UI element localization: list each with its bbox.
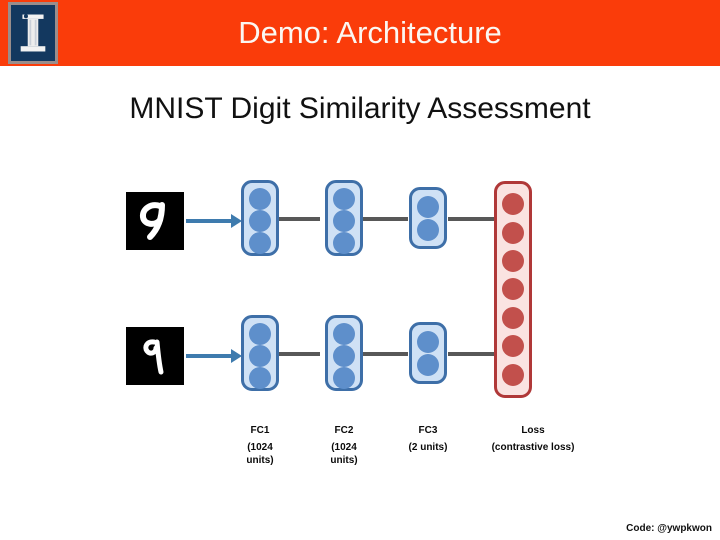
layer-box-loss[interactable] — [494, 181, 532, 398]
illinois-pillar-logo — [8, 2, 58, 64]
node-loss-2 — [502, 221, 524, 244]
input-arrow-line-top — [186, 219, 232, 223]
digit-nine-glyph-bottom — [126, 327, 184, 385]
layer-box-fc3-top[interactable] — [409, 187, 447, 249]
input-arrow-head-bottom — [231, 349, 242, 363]
wire-fc1-fc2-top — [278, 217, 320, 221]
wire-fc1-fc2-bottom — [278, 352, 320, 356]
wire-fc2-fc3-bottom — [362, 352, 408, 356]
page-title: Demo: Architecture — [238, 15, 502, 50]
node-fc2-bottom-2 — [333, 345, 355, 367]
node-fc2-top-2 — [333, 210, 355, 232]
node-loss-5 — [502, 306, 524, 329]
wire-fc3-loss-top — [448, 217, 496, 221]
layer-box-fc1-bottom[interactable] — [241, 315, 279, 391]
caption-loss-units: (contrastive loss) — [491, 442, 575, 453]
layer-box-fc2-top[interactable] — [325, 180, 363, 256]
wire-fc2-fc3-top — [362, 217, 408, 221]
node-loss-7 — [502, 363, 524, 386]
caption-fc1-title: FC1 — [250, 425, 270, 436]
node-fc1-bottom-1 — [249, 323, 271, 345]
caption-fc3-title: FC3 — [418, 425, 438, 436]
slide-subtitle: MNIST Digit Similarity Assessment — [129, 92, 591, 125]
caption-fc3-units: (2 units) — [408, 442, 448, 453]
title-bar: Demo: Architecture — [0, 0, 720, 66]
input-arrow-head-top — [231, 214, 242, 228]
caption-fc2-units: (1024 units) — [330, 442, 358, 466]
node-fc2-top-3 — [333, 232, 355, 254]
caption-fc2-title: FC2 — [334, 425, 354, 436]
layer-box-fc2-bottom[interactable] — [325, 315, 363, 391]
node-fc3-top-2 — [417, 218, 439, 241]
pillar-icon — [11, 5, 55, 61]
layer-box-fc3-bottom[interactable] — [409, 322, 447, 384]
wire-fc3-loss-bottom — [448, 352, 496, 356]
node-loss-4 — [502, 278, 524, 301]
node-loss-6 — [502, 335, 524, 358]
node-loss-1 — [502, 193, 524, 216]
node-fc3-bottom-1 — [417, 330, 439, 353]
caption-fc1-units: (1024 units) — [246, 442, 274, 466]
node-fc1-bottom-3 — [249, 367, 271, 389]
node-fc2-bottom-1 — [333, 323, 355, 345]
node-fc1-bottom-2 — [249, 345, 271, 367]
node-fc1-top-3 — [249, 232, 271, 254]
node-fc1-top-2 — [249, 210, 271, 232]
digit-nine-glyph-top — [126, 192, 184, 250]
code-credit: Code: @ywpkwon — [626, 523, 712, 534]
caption-loss-title: Loss — [521, 425, 545, 436]
node-fc2-top-1 — [333, 188, 355, 210]
node-fc2-bottom-3 — [333, 367, 355, 389]
node-fc1-top-1 — [249, 188, 271, 210]
mnist-digit-bottom — [126, 327, 184, 385]
node-loss-3 — [502, 250, 524, 273]
node-fc3-bottom-2 — [417, 353, 439, 376]
layer-box-fc1-top[interactable] — [241, 180, 279, 256]
input-arrow-line-bottom — [186, 354, 232, 358]
mnist-digit-top — [126, 192, 184, 250]
node-fc3-top-1 — [417, 195, 439, 218]
